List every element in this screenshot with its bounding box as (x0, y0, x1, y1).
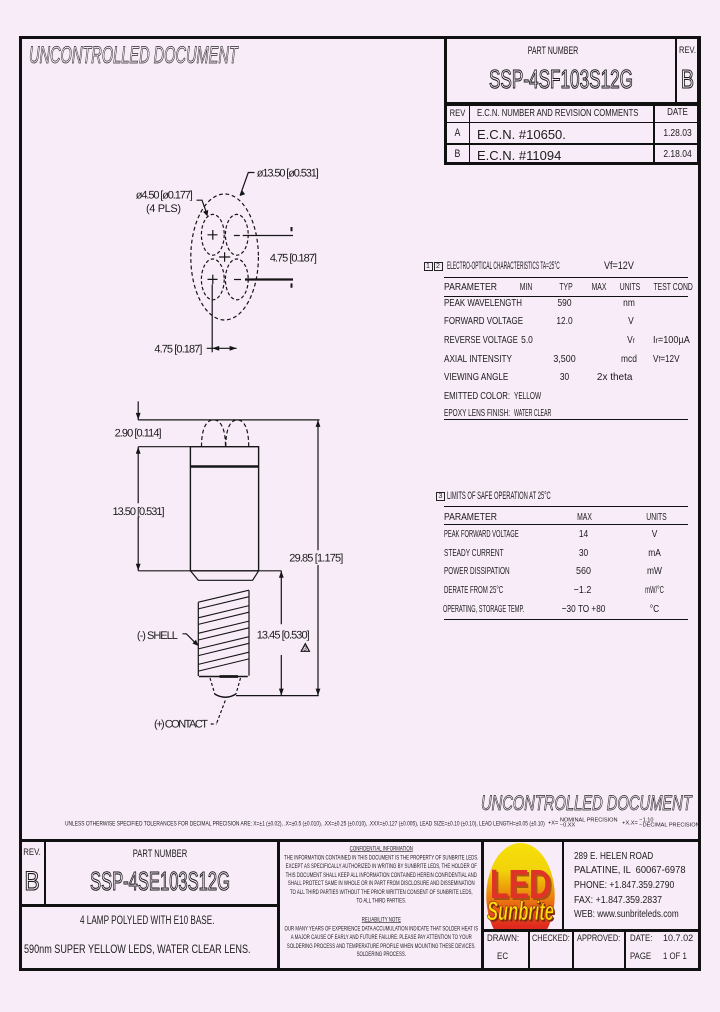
svg-text:Sunbrite: Sunbrite (488, 898, 555, 928)
svg-text:29.85 [1.175]: 29.85 [1.175] (289, 553, 343, 565)
svg-text:3: 3 (303, 646, 307, 653)
svg-text:ø13.50 [ø0.531]: ø13.50 [ø0.531] (257, 168, 319, 180)
svg-text:ø4.50 [ø0.177]: ø4.50 [ø0.177] (136, 190, 193, 202)
svg-text:(+) CONTACT: (+) CONTACT (154, 719, 208, 731)
svg-text:13.50 [0.531]: 13.50 [0.531] (113, 506, 165, 518)
svg-text:LED: LED (490, 861, 551, 907)
svg-text:(4 PLS): (4 PLS) (146, 203, 181, 215)
svg-text:Sunbrite: Sunbrite (487, 896, 554, 926)
svg-text:4.75 [0.187]: 4.75 [0.187] (270, 252, 317, 264)
svg-text:4.75 [0.187]: 4.75 [0.187] (154, 344, 202, 356)
svg-text:LED: LED (492, 863, 553, 909)
svg-text:2.90 [0.114]: 2.90 [0.114] (115, 428, 162, 440)
svg-text:13.45 [0.530]: 13.45 [0.530] (257, 630, 310, 642)
svg-text:(-) SHELL: (-) SHELL (137, 630, 178, 642)
